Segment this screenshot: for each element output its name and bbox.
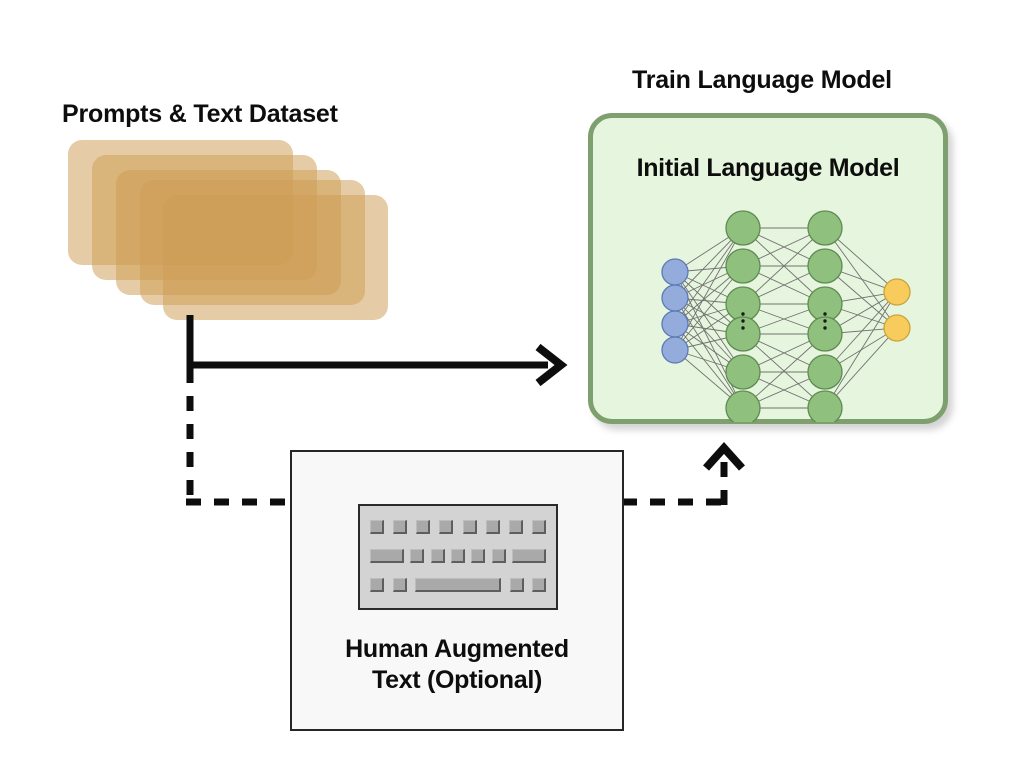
keyboard-icon (358, 504, 558, 610)
keyboard-key (532, 577, 546, 592)
keyboard-row (370, 519, 546, 534)
keyboard-key (462, 519, 477, 534)
keyboard-key (471, 548, 486, 563)
nn-hidden-layer-2-nodes (807, 210, 843, 426)
human-augmented-text-caption: Human Augmented Text (Optional) (292, 634, 622, 697)
human-caption-line-2: Text (Optional) (371, 666, 543, 695)
nn-output-nodes (883, 278, 911, 342)
nn-hidden-layer-1-nodes (725, 210, 761, 426)
solid-connector-dataset-to-model (186, 315, 568, 387)
keyboard-key (509, 577, 524, 592)
keyboard-key (485, 519, 500, 534)
keyboard-key (392, 577, 407, 592)
nn-ellipsis-icon (741, 312, 827, 330)
keyboard-key (531, 519, 546, 534)
keyboard-key (370, 548, 404, 563)
page-title: Train Language Model (632, 66, 892, 94)
model-box-title: Initial Language Model (636, 154, 900, 182)
keyboard-key (370, 577, 384, 592)
keyboard-key (416, 519, 431, 534)
keyboard-key (450, 548, 465, 563)
keyboard-row (370, 548, 546, 563)
human-caption-line-1: Human Augmented (345, 635, 569, 663)
dataset-card (163, 195, 388, 320)
keyboard-key (511, 548, 546, 563)
human-augmented-text-box: Human Augmented Text (Optional) (290, 450, 624, 731)
dataset-title: Prompts & Text Dataset (62, 100, 338, 128)
keyboard-key (491, 548, 506, 563)
keyboard-key (508, 519, 523, 534)
keyboard-key (370, 519, 384, 534)
keyboard-key (393, 519, 408, 534)
neural-network-illustration (593, 194, 943, 426)
keyboard-key (439, 519, 454, 534)
keyboard-key (410, 548, 425, 563)
dashed-connector-dataset-to-human (186, 368, 292, 506)
dashed-connector-human-to-model (622, 442, 745, 506)
initial-language-model-box: Initial Language Model (588, 113, 948, 426)
prompts-text-dataset-stack (68, 140, 388, 320)
keyboard-key (430, 548, 445, 563)
keyboard-row (370, 577, 546, 592)
keyboard-spacebar-key (415, 577, 501, 592)
nn-input-nodes (661, 258, 689, 364)
